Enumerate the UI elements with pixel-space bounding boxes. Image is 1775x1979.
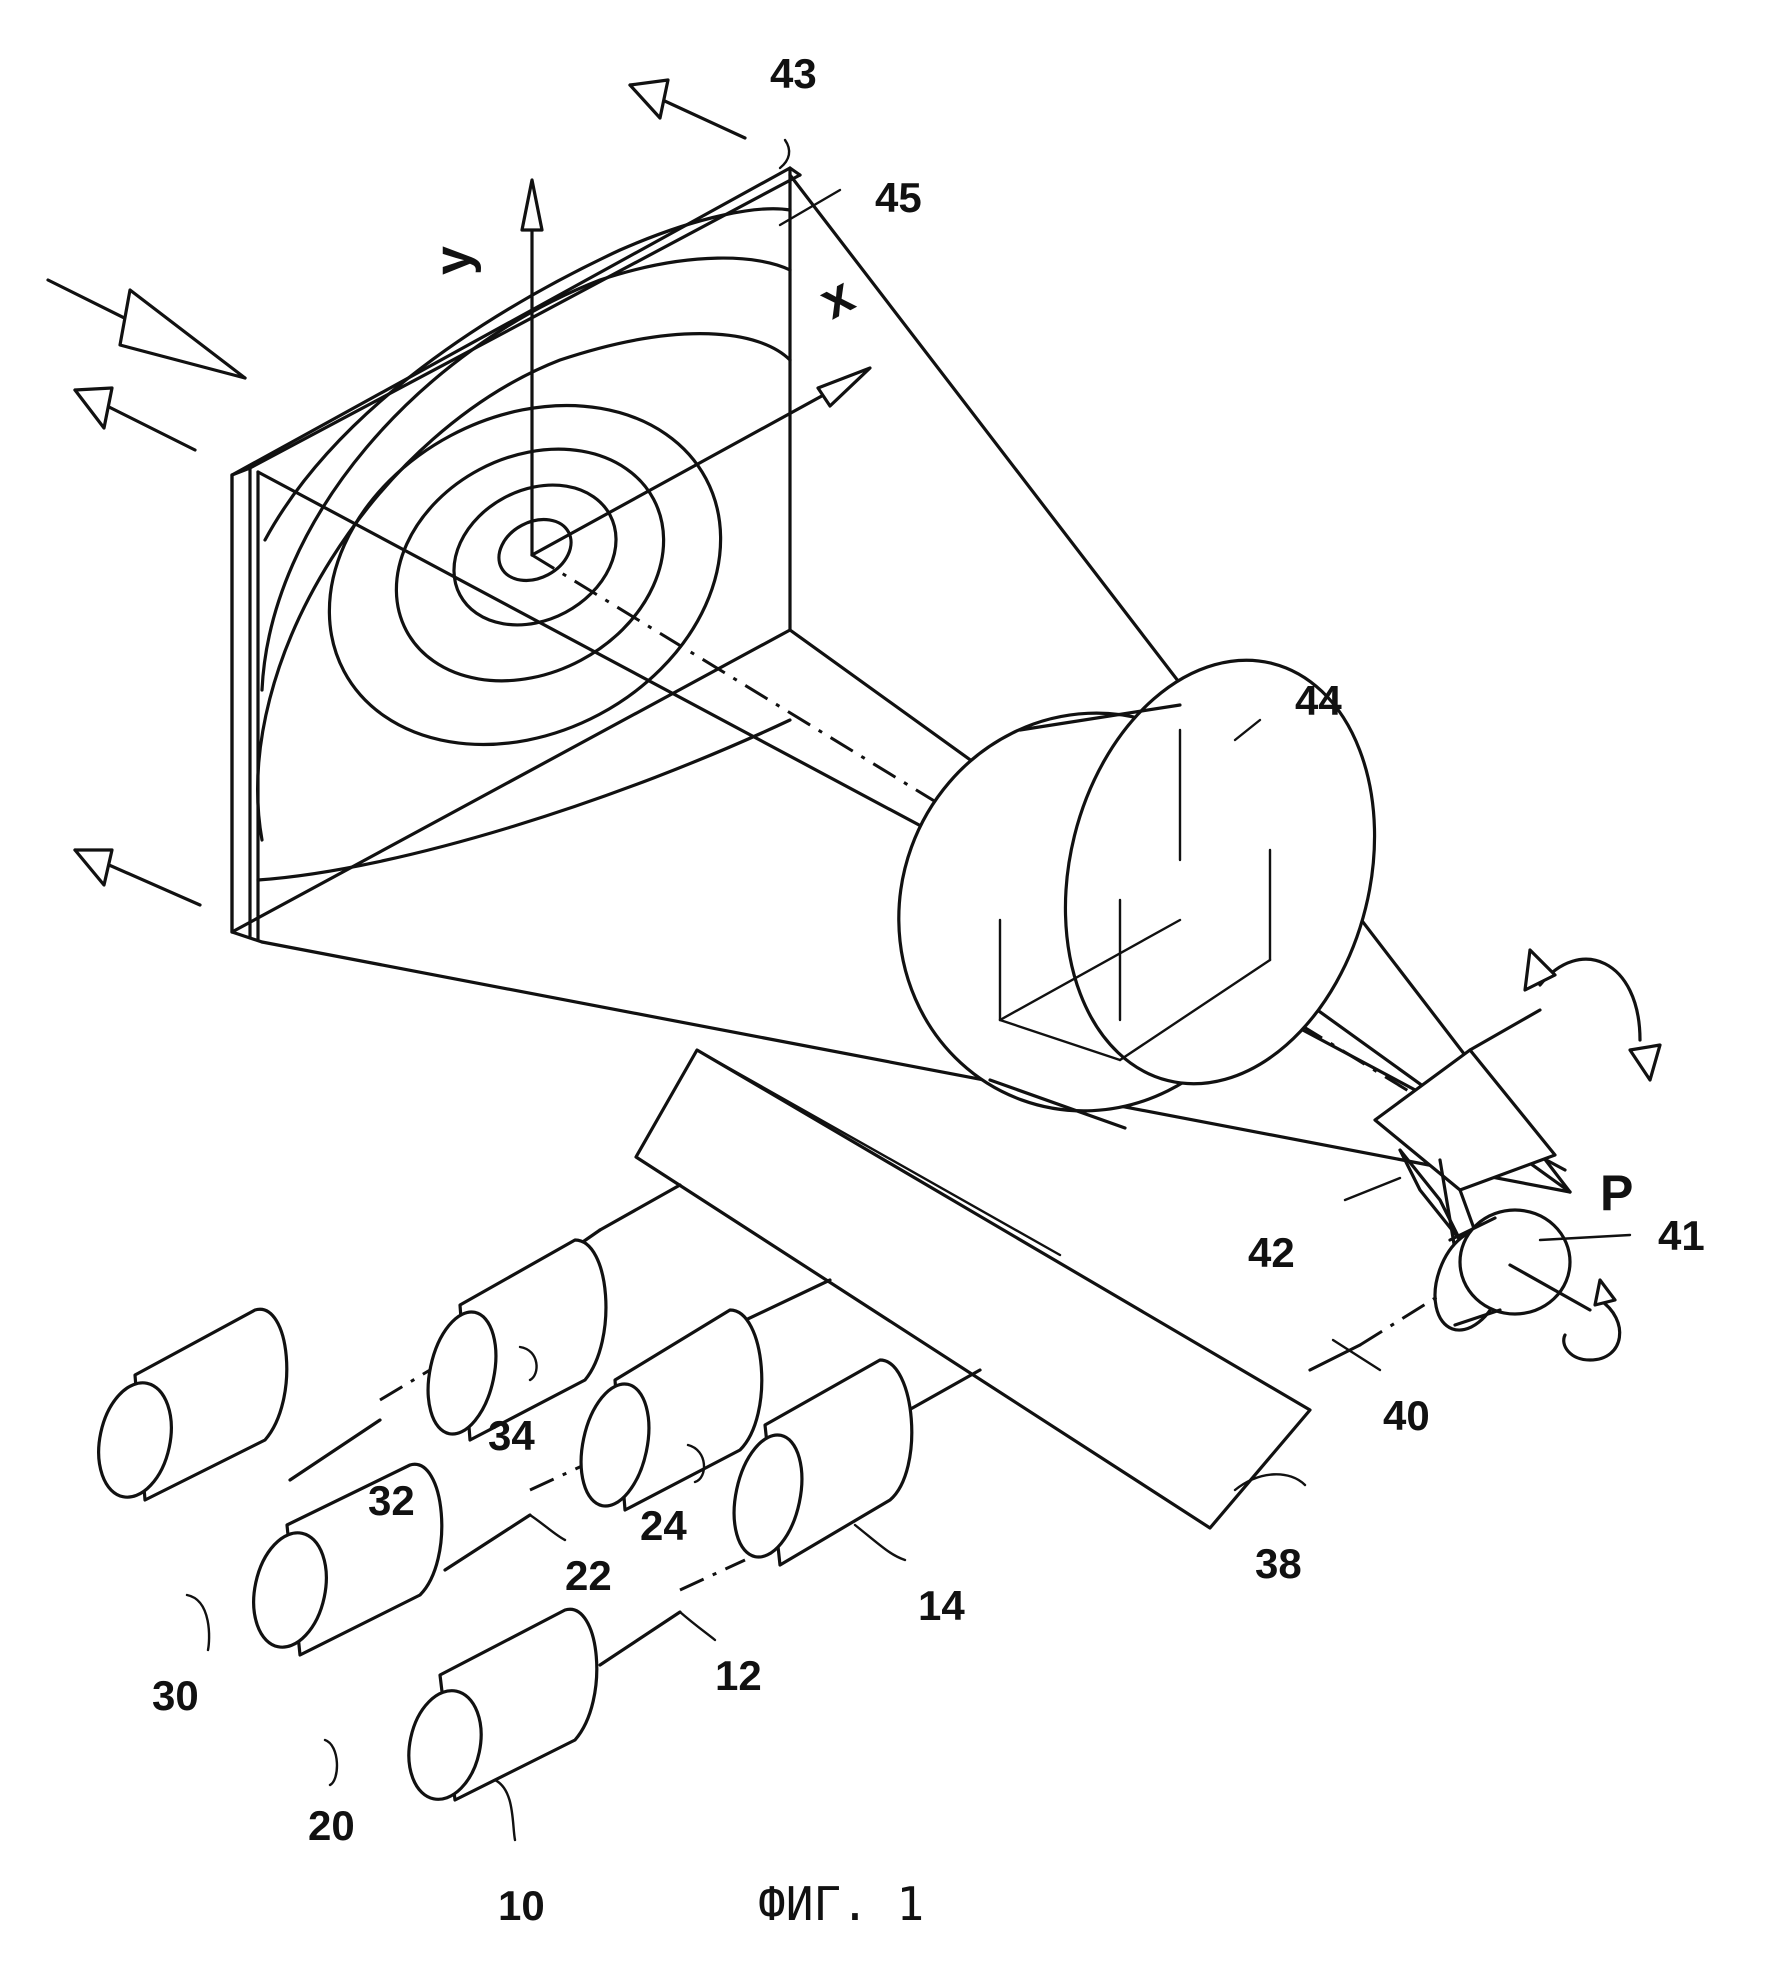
label-30: 30 [152, 1672, 199, 1719]
laser-30 [89, 1309, 287, 1504]
label-20: 20 [308, 1802, 355, 1849]
label-32: 32 [368, 1477, 415, 1524]
label-41: 41 [1658, 1212, 1705, 1259]
label-44: 44 [1295, 677, 1342, 724]
label-P: P [1600, 1165, 1633, 1221]
label-45: 45 [875, 174, 922, 221]
axis-label-x: x [810, 266, 863, 331]
label-38: 38 [1255, 1540, 1302, 1587]
label-34: 34 [488, 1412, 535, 1459]
label-43: 43 [770, 50, 817, 97]
label-10: 10 [498, 1882, 545, 1929]
label-22: 22 [565, 1552, 612, 1599]
label-12: 12 [715, 1652, 762, 1699]
laser-10 [399, 1609, 596, 1806]
label-42: 42 [1248, 1229, 1295, 1276]
rotation-arrow [1525, 950, 1660, 1080]
label-14: 14 [918, 1582, 965, 1629]
label-40: 40 [1383, 1392, 1430, 1439]
laser-34 [418, 1240, 606, 1440]
axis-label-y: y [424, 246, 482, 275]
figure-caption: ФИГ. 1 [758, 1877, 924, 1931]
label-24: 24 [640, 1502, 687, 1549]
